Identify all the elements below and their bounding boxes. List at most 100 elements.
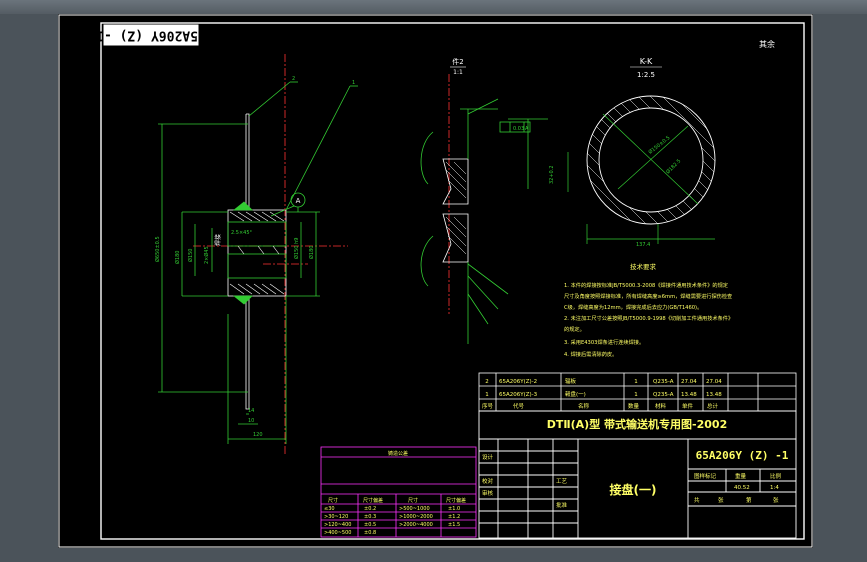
main-view — [158, 54, 358, 454]
drawing-code: 65A206Y (Z) -1 — [696, 449, 789, 462]
tol-header: 尺寸 — [408, 497, 418, 504]
stamp-box: 65A206Y (Z) -1 — [96, 24, 206, 46]
svg-text:1: 1 — [352, 80, 355, 86]
tb-label: 图样标记 — [694, 472, 717, 480]
svg-text:137.4: 137.4 — [636, 242, 650, 248]
svg-text:Ø182.5: Ø182.5 — [664, 158, 682, 176]
bom-cell: 1 — [485, 392, 489, 398]
tol-cell: >500~1000 — [399, 506, 430, 512]
tol-cell: ±1.0 — [448, 506, 460, 512]
inner-frame — [100, 22, 805, 540]
title-block — [478, 410, 797, 539]
bom-header-cell: 总计 — [707, 402, 719, 410]
tb-sheet: 张 — [718, 496, 724, 504]
tech-req-line: 2. 未注加工尺寸公差按照JB/T5000.9-1998《切削加工件通用技术条件… — [564, 314, 733, 322]
tol-header: 尺寸偏差 — [446, 497, 466, 504]
section-label: K-K — [640, 57, 653, 66]
tol-title: 铸造公差 — [388, 450, 408, 457]
bom-cell: 辐板 — [565, 377, 577, 385]
tb-sheet: 张 — [773, 496, 779, 504]
tb-sign: 校对 — [482, 477, 494, 485]
part-name: 接盘(一) — [610, 482, 657, 497]
title-block-labels: 图样标记 重量 比例 40.52 1:4 共 张 第 张 设计 校对 审核 工艺… — [482, 453, 782, 509]
bom-cell: Q235-A — [653, 392, 674, 398]
tech-req-line: 3. 采用E4303焊条进行连续焊接。 — [564, 338, 644, 346]
bom-cell: 65A206Y(Z)-2 — [499, 379, 537, 385]
bom-cell: 毂盘(一) — [565, 390, 586, 398]
tol-cell: ±0.2 — [364, 506, 376, 512]
svg-text:A: A — [525, 126, 529, 132]
detail-note: 件2 — [452, 57, 463, 66]
tol-cell: >120~400 — [324, 522, 351, 528]
section-kk-view: K-K 1:2.5 — [549, 57, 716, 248]
tb-sheet: 第 — [746, 496, 752, 504]
tb-scale: 1:4 — [770, 485, 779, 491]
svg-text:2.5×45°: 2.5×45° — [231, 230, 253, 236]
tech-req-line: 1. 本件的焊接按标准JB/T5000.3-2008《焊接件通用技术条件》的规定 — [564, 281, 728, 289]
corner-note: 其余 — [759, 39, 775, 49]
tb-label: 重量 — [735, 472, 747, 480]
bom-cell: 13.48 — [706, 392, 722, 398]
bom-cell: 13.48 — [681, 392, 697, 398]
tech-req-line: 尺寸及角度按照焊接标准，所有焊缝高度≥6mm，焊缝需要进行探伤检查 — [564, 292, 732, 300]
tol-header: 尺寸 — [328, 497, 338, 504]
tol-cell: >2000~4000 — [399, 522, 433, 528]
bom-header-cell: 数量 — [628, 402, 640, 410]
bom-cell: 1 — [634, 392, 638, 398]
tol-cell: ±0.8 — [364, 530, 376, 536]
weld-label: 焊接 — [214, 234, 222, 246]
bom-cell: 27.04 — [706, 379, 722, 385]
outer-frame — [58, 14, 813, 548]
tech-req-title: 技术要求 — [630, 262, 657, 271]
tol-cell: ≤30 — [324, 506, 335, 512]
tech-req-line: 4. 焊接后需清除药皮。 — [564, 350, 617, 358]
bom-table — [478, 372, 797, 412]
tol-cell: >1000~2000 — [399, 514, 433, 520]
bom-header-cell: 名称 — [578, 402, 590, 410]
tol-cell: >30~120 — [324, 514, 348, 520]
bom-header-cell: 材料 — [655, 402, 667, 410]
svg-text:Ø150 h9: Ø150 h9 — [293, 238, 300, 259]
tol-cell: ±1.2 — [448, 514, 460, 520]
svg-text:Ø180: Ø180 — [308, 246, 315, 259]
svg-text:2: 2 — [292, 76, 295, 82]
part2-detail-view — [420, 74, 548, 344]
bom-cell: 27.04 — [681, 379, 697, 385]
svg-text:0.03: 0.03 — [513, 126, 524, 132]
tb-sign: 审核 — [482, 489, 494, 497]
detail-note-ratio: 1:1 — [453, 69, 463, 76]
datum-label: A — [296, 197, 301, 205]
bom-rows: 2 65A206Y(Z)-2 辐板 1 Q235-A 27.04 27.04 1… — [482, 377, 722, 410]
svg-text:120: 120 — [253, 432, 263, 438]
window-titlebar — [0, 0, 867, 14]
tb-label: 比例 — [770, 472, 782, 480]
tb-sign: 批准 — [556, 501, 568, 509]
tolerance-table-text: 铸造公差 尺寸 尺寸偏差 尺寸 尺寸偏差 ≤30 ±0.2 >500~1000 … — [324, 450, 466, 536]
svg-text:Ø650±0.5: Ø650±0.5 — [154, 236, 161, 262]
product-title: DTⅡ(A)型 带式输送机专用图-2002 — [547, 417, 727, 431]
tol-cell: ±0.5 — [364, 522, 376, 528]
geometric-tolerance-frame: 0.03 A — [499, 121, 531, 133]
bom-header-cell: 代号 — [513, 402, 525, 410]
tol-header: 尺寸偏差 — [363, 497, 383, 504]
tb-sheet: 共 — [694, 496, 700, 504]
main-view-dims: 2 1 Ø650±0.5 Ø180 Ø150 2×Ø45 Ø150 h9 Ø18… — [154, 76, 355, 438]
drawing-sheet: 65A206Y (Z) -1 其余 — [58, 14, 813, 548]
tech-req-line: 的规定。 — [564, 325, 585, 333]
svg-text:Ø150: Ø150 — [187, 249, 194, 262]
tol-cell: >400~500 — [324, 530, 351, 536]
svg-text:2×Ø45: 2×Ø45 — [203, 246, 210, 264]
bom-cell: 2 — [485, 379, 489, 385]
svg-text:14: 14 — [248, 408, 254, 414]
svg-text:Ø180: Ø180 — [174, 251, 181, 264]
tb-sign: 设计 — [482, 453, 494, 461]
tech-req-line: C级，焊缝高度为12mm，焊接完成后去应力(GB/T1460)。 — [564, 303, 702, 311]
bom-cell: Q235-A — [653, 379, 674, 385]
bom-header-cell: 单件 — [682, 402, 694, 410]
cad-drawing: 65A206Y (Z) -1 其余 — [58, 14, 813, 548]
tb-weight: 40.52 — [734, 485, 750, 491]
tb-sign: 工艺 — [556, 478, 568, 485]
svg-text:10: 10 — [248, 418, 254, 424]
stamp-code: 65A206Y (Z) -1 — [96, 28, 206, 43]
tolerance-table — [320, 446, 477, 538]
